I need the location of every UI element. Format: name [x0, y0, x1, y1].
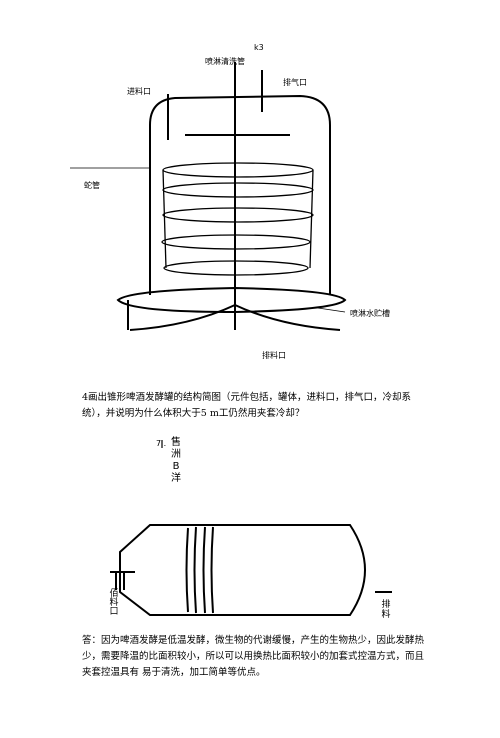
tank2-outline: [119, 524, 366, 616]
bottom-tray: [116, 286, 347, 314]
cooling-coil: [161, 162, 314, 276]
label-bottom-left: 佰料口: [109, 589, 119, 617]
label-vertical-text: 售洲B洋: [171, 437, 181, 484]
answer-text: 答：因为啤酒发酵是低温发酵，微生物的代谢缓慢，产生的生物热少，因此发酵热少，需要…: [82, 635, 425, 678]
label-outlet: 排料口: [262, 351, 286, 360]
label-top-mark: k3: [254, 43, 264, 52]
label-side-mark: 7 .: [156, 439, 167, 448]
label-spray-tank: 喷淋水贮槽: [350, 309, 390, 318]
fermenter-diagram-1: [70, 62, 347, 331]
tank-body-outline: [149, 94, 331, 295]
label-bottom-right: 排料: [381, 600, 391, 620]
bottom-cone: [129, 303, 341, 331]
label-spray-pipe: 喷淋清洗管: [205, 57, 245, 66]
label-inlet: 进料口: [127, 87, 151, 96]
label-vent: 排气口: [283, 78, 307, 87]
label-coil: 蛇管: [84, 181, 100, 190]
question-text: 4画出锥形啤酒发酵罐的结构简图（元件包括，罐体，进料口，排气口，冷却系统），并说…: [82, 392, 412, 419]
